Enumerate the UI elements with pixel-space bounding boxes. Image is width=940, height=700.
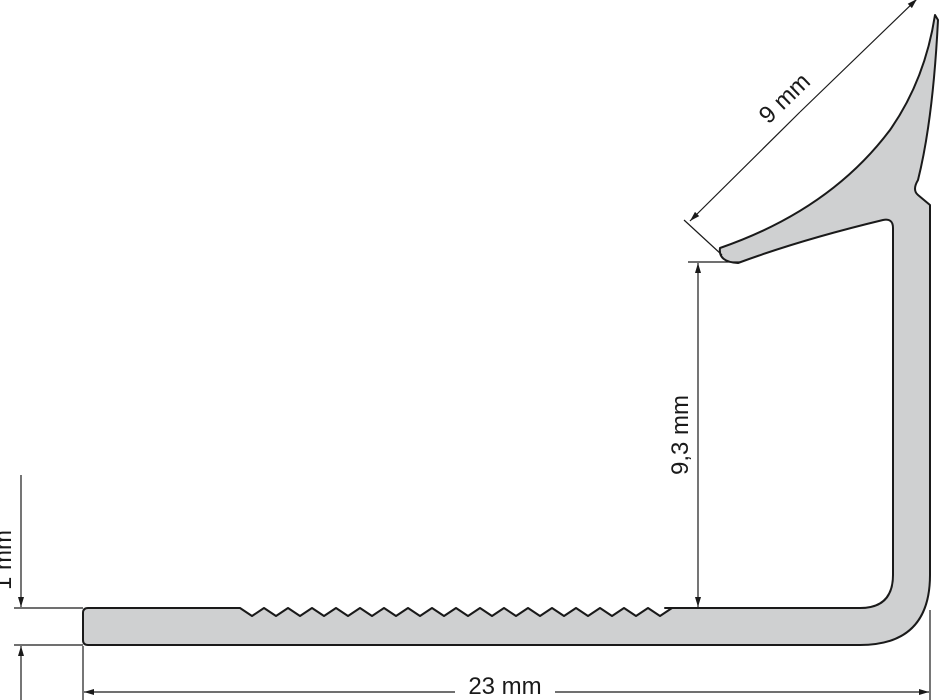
height-label: 9,3 mm bbox=[667, 395, 694, 475]
flange-label: 9 mm bbox=[754, 68, 816, 129]
dimension-thickness: 1 mm bbox=[0, 475, 83, 700]
thickness-label: 1 mm bbox=[0, 530, 17, 590]
trim-profile-shape bbox=[82, 14, 939, 646]
width-label: 23 mm bbox=[468, 673, 541, 700]
dimension-width: 23 mm bbox=[82, 610, 931, 700]
dimension-height: 9,3 mm bbox=[667, 261, 740, 607]
